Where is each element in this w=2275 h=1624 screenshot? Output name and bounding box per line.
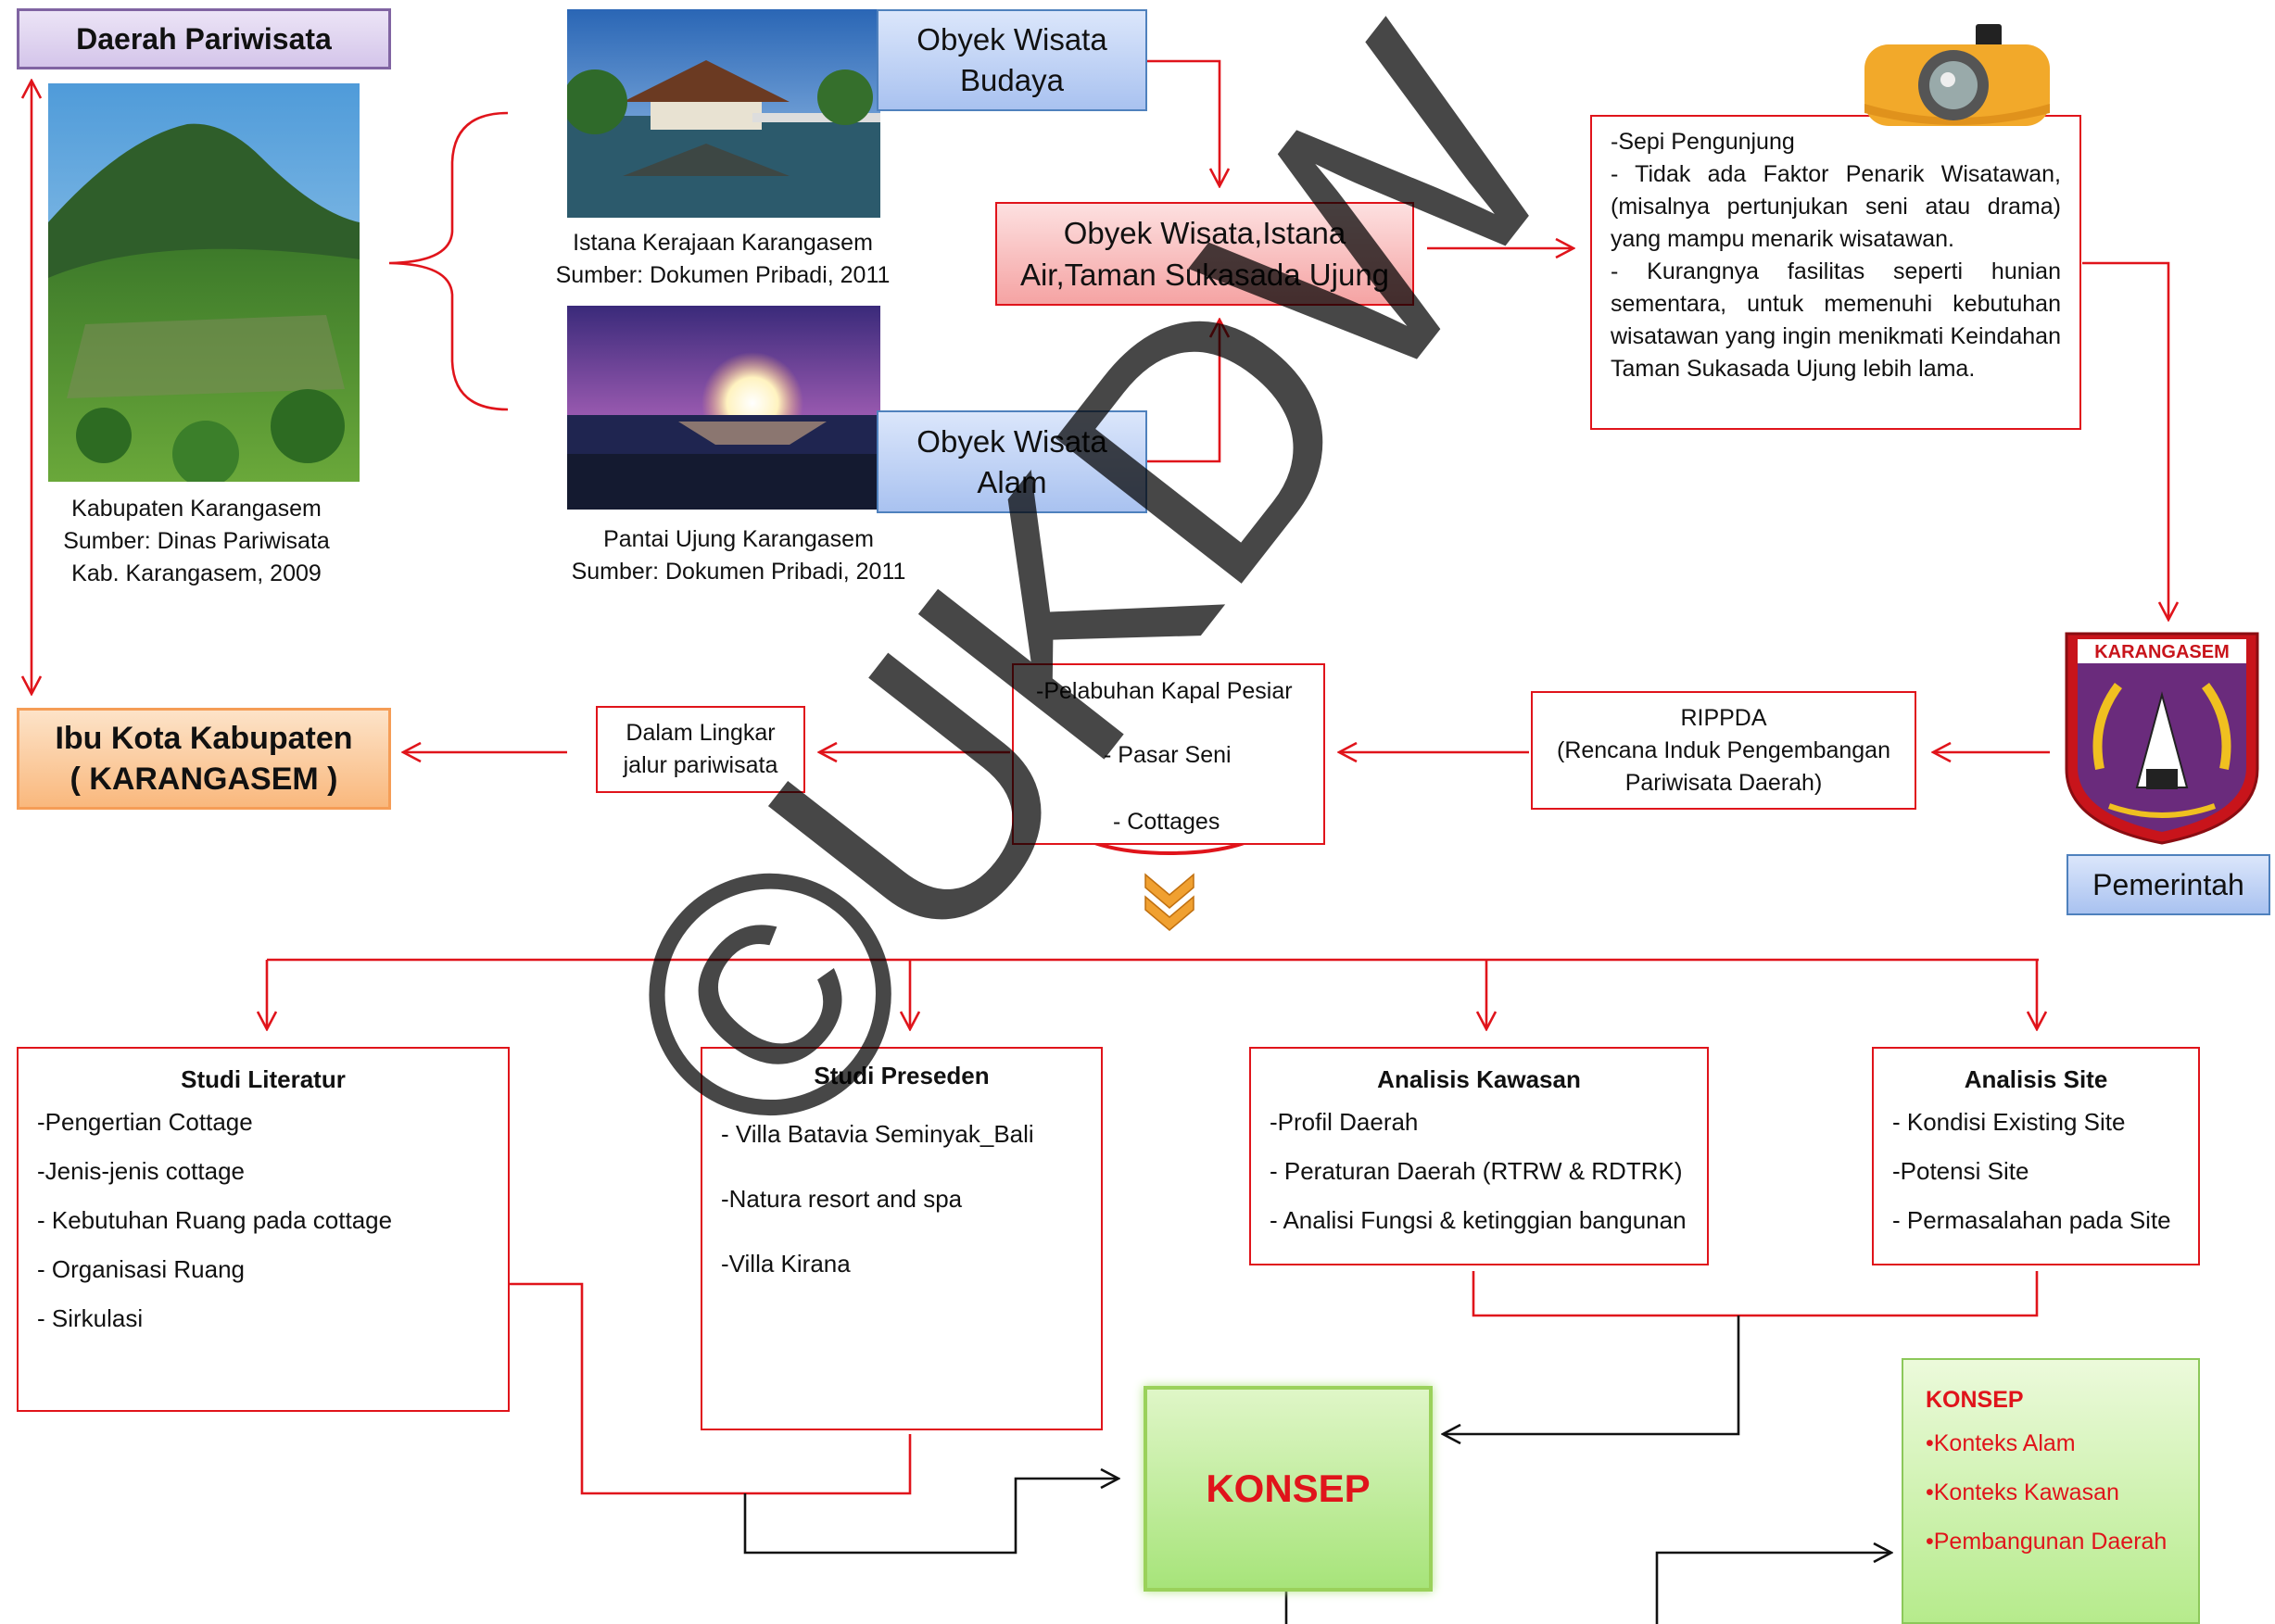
lingkar-line: Dalam Lingkar [626,720,776,746]
pemerintah-box: Pemerintah [2066,854,2270,915]
arrow-to-side-konsep [1655,1553,1890,1624]
arrow-problems-pemerintah [2082,261,2168,619]
caption-line: Kabupaten Karangasem [71,496,322,522]
konsep-side-box: KONSEP •Konteks Alam •Konteks Kawasan •P… [1902,1358,2200,1624]
list-item: - Sirkulasi [37,1304,144,1332]
problem-item: -Sepi Pengunjung [1611,129,1795,155]
facility-item: - Cottages [1113,809,1220,835]
daerah-pariwisata-label: Daerah Pariwisata [76,21,332,56]
list-item: - Analisi Fungsi & ketinggian bangunan [1270,1206,1687,1234]
caption-line: Sumber: Dokumen Pribadi, 2011 [571,559,906,585]
konsep-main-label: KONSEP [1206,1467,1371,1510]
list-item: - Organisasi Ruang [37,1255,245,1283]
analisis-kawasan-title: Analisis Kawasan [1377,1065,1581,1093]
caption-line: Istana Kerajaan Karangasem [573,230,873,256]
caption-line: Sumber: Dokumen Pribadi, 2011 [555,262,891,288]
pemerintah-label: Pemerintah [2092,868,2244,901]
konsep-main-box: KONSEP [1144,1386,1433,1592]
camera-icon [1855,20,2061,130]
box-line: Budaya [960,63,1064,97]
lingkar-line: jalur pariwisata [623,752,778,778]
konsep-side-item: •Konteks Kawasan [1926,1479,2119,1505]
studi-preseden-box: Studi Preseden - Villa Batavia Seminyak_… [701,1047,1103,1430]
list-item: -Profil Daerah [1270,1108,1419,1136]
caption-line: Sumber: Dinas Pariwisata [63,528,330,554]
pantai-caption: Pantai Ujung Karangasem Sumber: Dokumen … [526,523,951,588]
problem-item: - Tidak ada Faktor Penarik Wisatawan, (m… [1611,161,2061,252]
arrow-right-to-konsep [1444,1316,1740,1434]
list-item: - Villa Batavia Seminyak_Bali [721,1120,1034,1148]
facilities-box: -Pelabuhan Kapal Pesiar - Pasar Seni - C… [1012,663,1325,845]
chevron-down-icon [1144,873,1194,931]
problem-item: - Kurangnya fasilitas seperti hunian sem… [1611,258,2061,382]
daerah-pariwisata-box: Daerah Pariwisata [17,8,391,69]
box-line: Obyek Wisata [916,423,1107,459]
konsep-side-item: •Pembangunan Daerah [1926,1529,2168,1555]
facility-item: - Pasar Seni [1104,742,1232,768]
box-line: Obyek Wisata,Istana [1063,216,1346,250]
rippda-box: RIPPDA (Rencana Induk Pengembangan Pariw… [1531,691,1916,810]
curly-brace [388,111,509,411]
facility-item: -Pelabuhan Kapal Pesiar [1036,678,1293,704]
ibu-kota-line: ( KARANGASEM ) [70,762,338,797]
caption-line: Kab. Karangasem, 2009 [71,560,322,586]
rippda-line: Pariwisata Daerah) [1624,769,1823,796]
kabupaten-caption: Kabupaten Karangasem Sumber: Dinas Pariw… [19,493,374,590]
arrow-budaya-istana [1145,59,1220,185]
list-item: - Kondisi Existing Site [1892,1108,2126,1136]
box-line: Air,Taman Sukasada Ujung [1019,258,1390,292]
caption-line: Pantai Ujung Karangasem [603,526,874,552]
istana-caption: Istana Kerajaan Karangasem Sumber: Dokum… [526,227,919,292]
emblem-text: KARANGASEM [2094,642,2230,662]
studi-preseden-title: Studi Preseden [814,1062,990,1089]
arrow-left-to-konsep [743,1479,1118,1555]
rippda-line: (Rencana Induk Pengembangan [1557,736,1890,763]
analisis-kawasan-box: Analisis Kawasan -Profil Daerah - Peratu… [1249,1047,1709,1265]
studi-literatur-box: Studi Literatur -Pengertian Cottage -Jen… [17,1047,510,1412]
konsep-side-item: •Konteks Alam [1926,1430,2076,1456]
list-item: - Peraturan Daerah (RTRW & RDTRK) [1270,1157,1683,1185]
obyek-wisata-budaya-box: Obyek Wisata Budaya [877,9,1147,111]
list-item: -Pengertian Cottage [37,1108,253,1136]
arrow-alam-istana [1145,321,1220,463]
rippda-line: RIPPDA [1680,704,1767,731]
istana-air-box: Obyek Wisata,Istana Air,Taman Sukasada U… [995,202,1414,306]
obyek-wisata-alam-box: Obyek Wisata Alam [877,410,1147,513]
problems-box: -Sepi Pengunjung - Tidak ada Faktor Pena… [1590,115,2081,430]
ibu-kota-box: Ibu Kota Kabupaten ( KARANGASEM ) [17,708,391,810]
analisis-site-title: Analisis Site [1964,1065,2108,1093]
list-item: -Potensi Site [1892,1157,2029,1185]
ibu-kota-line: Ibu Kota Kabupaten [55,721,353,756]
analisis-site-box: Analisis Site - Kondisi Existing Site -P… [1872,1047,2200,1265]
join-kawasan-site [1472,1271,2039,1317]
karangasem-emblem: KARANGASEM [2063,630,2261,845]
pantai-photo [567,306,880,510]
box-line: Obyek Wisata [916,22,1107,57]
list-item: - Kebutuhan Ruang pada cottage [37,1206,393,1234]
mountain-photo [48,83,360,482]
istana-photo [567,9,880,218]
list-item: -Villa Kirana [721,1250,851,1278]
list-item: -Natura resort and spa [721,1185,963,1213]
konsep-side-title: KONSEP [1926,1387,2024,1413]
list-item: -Jenis-jenis cottage [37,1157,245,1185]
box-line: Alam [977,464,1047,499]
list-item: - Permasalahan pada Site [1892,1206,2171,1234]
studi-literatur-title: Studi Literatur [181,1065,346,1093]
lingkar-box: Dalam Lingkar jalur pariwisata [596,706,805,793]
